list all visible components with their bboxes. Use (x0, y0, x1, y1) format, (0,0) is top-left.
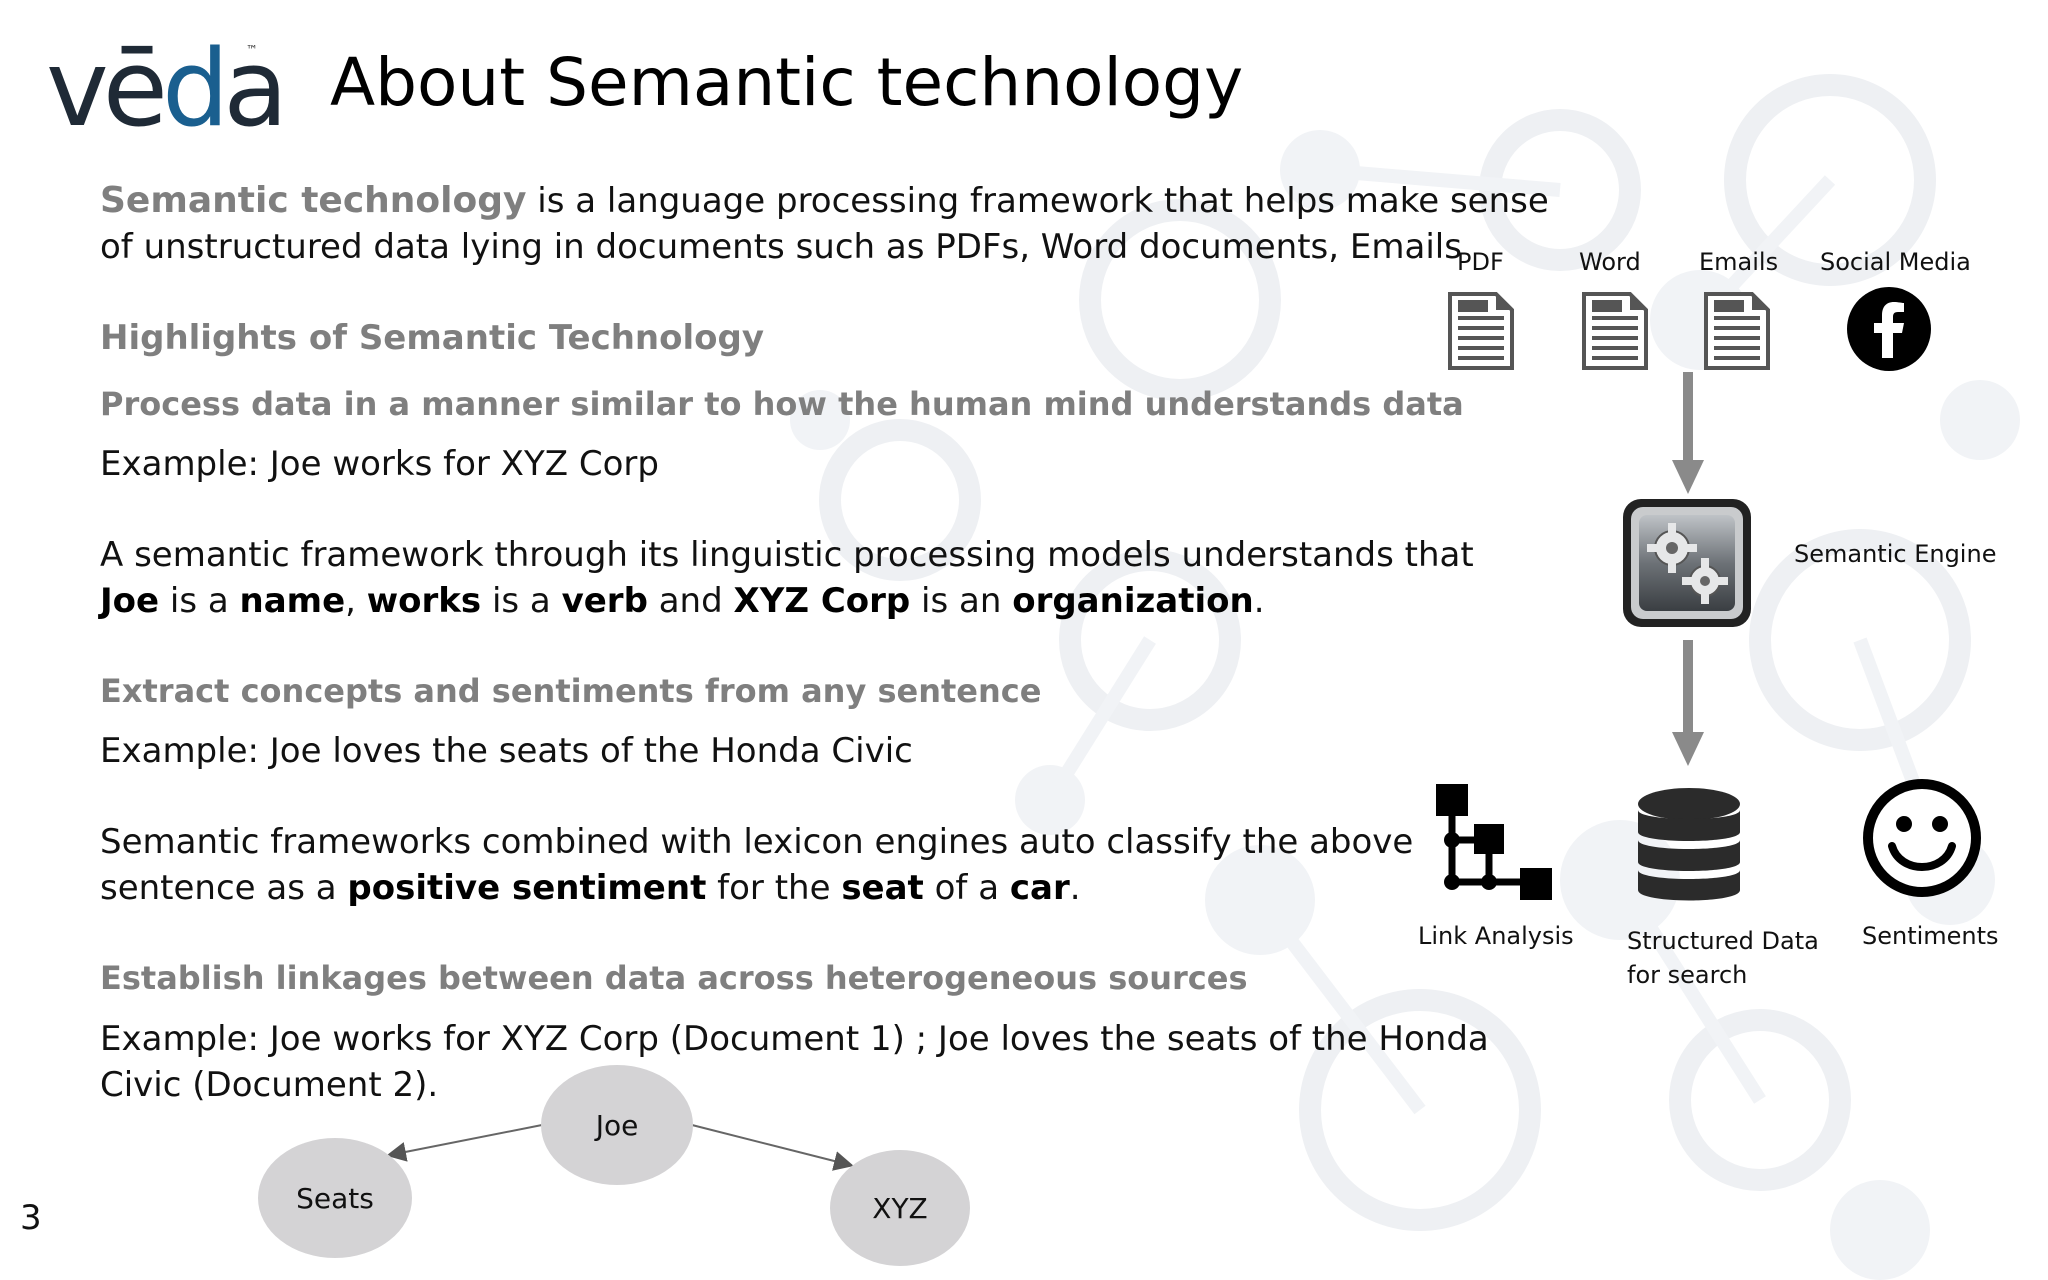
section3-heading: Establish linkages between data across h… (100, 959, 1248, 997)
page-number: 3 (20, 1198, 42, 1238)
edge-joe-xyz (691, 1124, 854, 1171)
source-label-pdf: PDF (1457, 248, 1504, 276)
source-label-word: Word (1579, 248, 1641, 276)
node-seats-label: Seats (296, 1182, 374, 1215)
section2-heading: Extract concepts and sentiments from any… (100, 672, 1042, 710)
source-label-social: Social Media (1820, 248, 1971, 276)
node-xyz-label: XYZ (872, 1192, 927, 1225)
section1-heading: Process data in a manner similar to how … (100, 385, 1464, 423)
smiley-icon (1863, 779, 1981, 897)
edge-joe-seats (386, 1124, 543, 1162)
intro-paragraph: Semantic technology is a language proces… (100, 180, 1549, 267)
section2-example: Example: Joe loves the seats of the Hond… (100, 731, 913, 771)
facebook-icon (1847, 287, 1931, 371)
output-label-sentiments: Sentiments (1862, 922, 1999, 950)
section2-explanation: Semantic frameworks combined with lexico… (100, 822, 1414, 908)
document-icon (1582, 292, 1648, 370)
output-label-structured-data: Structured Data for search (1627, 927, 1819, 989)
arrow-down-icon (1672, 640, 1704, 766)
source-label-emails: Emails (1699, 248, 1779, 276)
document-icon (1704, 292, 1770, 370)
database-icon (1638, 788, 1740, 901)
output-label-link-analysis: Link Analysis (1418, 922, 1574, 950)
gears-icon (1623, 499, 1751, 627)
node-xyz (830, 1150, 970, 1266)
section1-explanation: A semantic framework through its linguis… (100, 535, 1474, 621)
node-seats (258, 1138, 412, 1258)
link-analysis-icon (1436, 784, 1552, 900)
arrow-down-icon (1672, 372, 1704, 494)
highlights-heading: Highlights of Semantic Technology (100, 318, 765, 358)
section3-example: Example: Joe works for XYZ Corp (Documen… (100, 1019, 1489, 1105)
section1-example: Example: Joe works for XYZ Corp (100, 444, 659, 484)
veda-logo: vēda ™ (46, 27, 288, 150)
engine-label: Semantic Engine (1794, 540, 1997, 568)
entity-graph: Joe Seats XYZ (258, 1065, 970, 1266)
node-joe (541, 1065, 693, 1185)
document-icon (1448, 292, 1514, 370)
page-title: About Semantic technology (330, 44, 1244, 121)
node-joe-label: Joe (594, 1109, 639, 1142)
